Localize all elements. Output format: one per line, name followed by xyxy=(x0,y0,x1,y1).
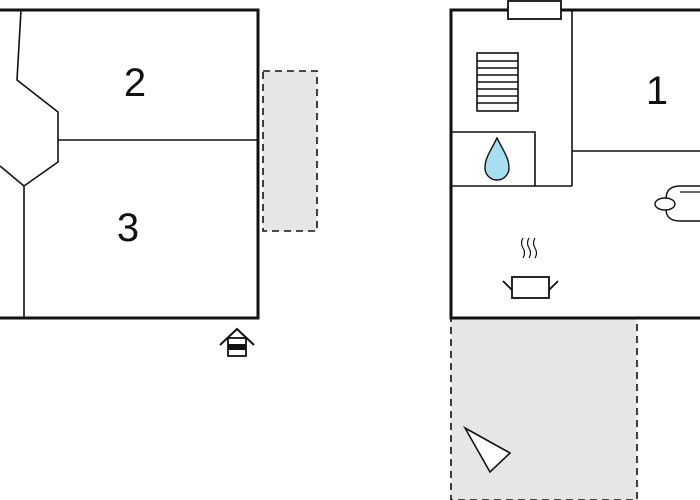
sun-lounger-icon xyxy=(462,425,512,474)
water-drop-icon xyxy=(484,136,510,181)
staircase-icon xyxy=(476,52,519,112)
room-number-1: 1 xyxy=(646,69,668,113)
room-number-2: 2 xyxy=(124,61,146,105)
wall-bathroom xyxy=(451,131,572,187)
house-entrance-icon xyxy=(219,327,255,357)
hallway-wall-right xyxy=(16,9,59,318)
room-number-3: 3 xyxy=(117,206,139,250)
hallway-wall-left xyxy=(0,165,25,187)
right-building-walls xyxy=(449,8,700,320)
right-building: 1 xyxy=(449,0,700,500)
terrace-area xyxy=(450,317,638,500)
outdoor-area-left xyxy=(262,70,318,232)
chimney xyxy=(507,0,562,20)
cooking-pot-icon xyxy=(502,237,559,299)
sofa-icon xyxy=(654,185,700,222)
left-building: 2 3 xyxy=(0,8,318,357)
left-building-walls xyxy=(0,8,260,320)
